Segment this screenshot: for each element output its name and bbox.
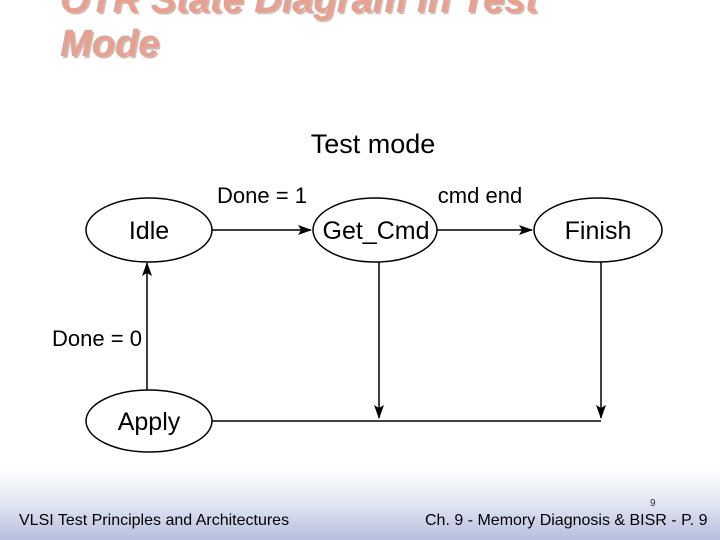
label-done-0: Done = 0 <box>52 326 142 351</box>
slide-title-line-1: OTR State Diagram in Test <box>60 0 538 21</box>
label-done-1: Done = 1 <box>217 183 307 208</box>
state-apply: Apply <box>85 389 213 453</box>
state-apply-label: Apply <box>118 408 181 436</box>
state-finish-label: Finish <box>565 217 632 245</box>
state-get-cmd-label: Get_Cmd <box>323 217 430 245</box>
slide-title: OTR State Diagram in Test Mode <box>60 0 700 66</box>
footer-chapter-title: Ch. 9 - Memory Diagnosis & BISR - P. 9 <box>425 512 708 529</box>
state-get-cmd: Get_Cmd <box>312 197 438 263</box>
slide-footer: 9 VLSI Test Principles and Architectures… <box>0 470 720 540</box>
state-finish: Finish <box>533 197 663 263</box>
state-idle: Idle <box>85 197 213 263</box>
footer-course-title: VLSI Test Principles and Architectures <box>19 512 290 529</box>
state-diagram: Test mode Done = 1 cmd end Done = 0 Idle… <box>52 129 663 453</box>
label-cmd-end: cmd end <box>438 183 522 208</box>
state-idle-label: Idle <box>129 217 169 245</box>
page-number: 9 <box>650 498 656 509</box>
diagram-heading: Test mode <box>311 129 436 159</box>
slide-title-line-2: Mode <box>60 23 160 65</box>
